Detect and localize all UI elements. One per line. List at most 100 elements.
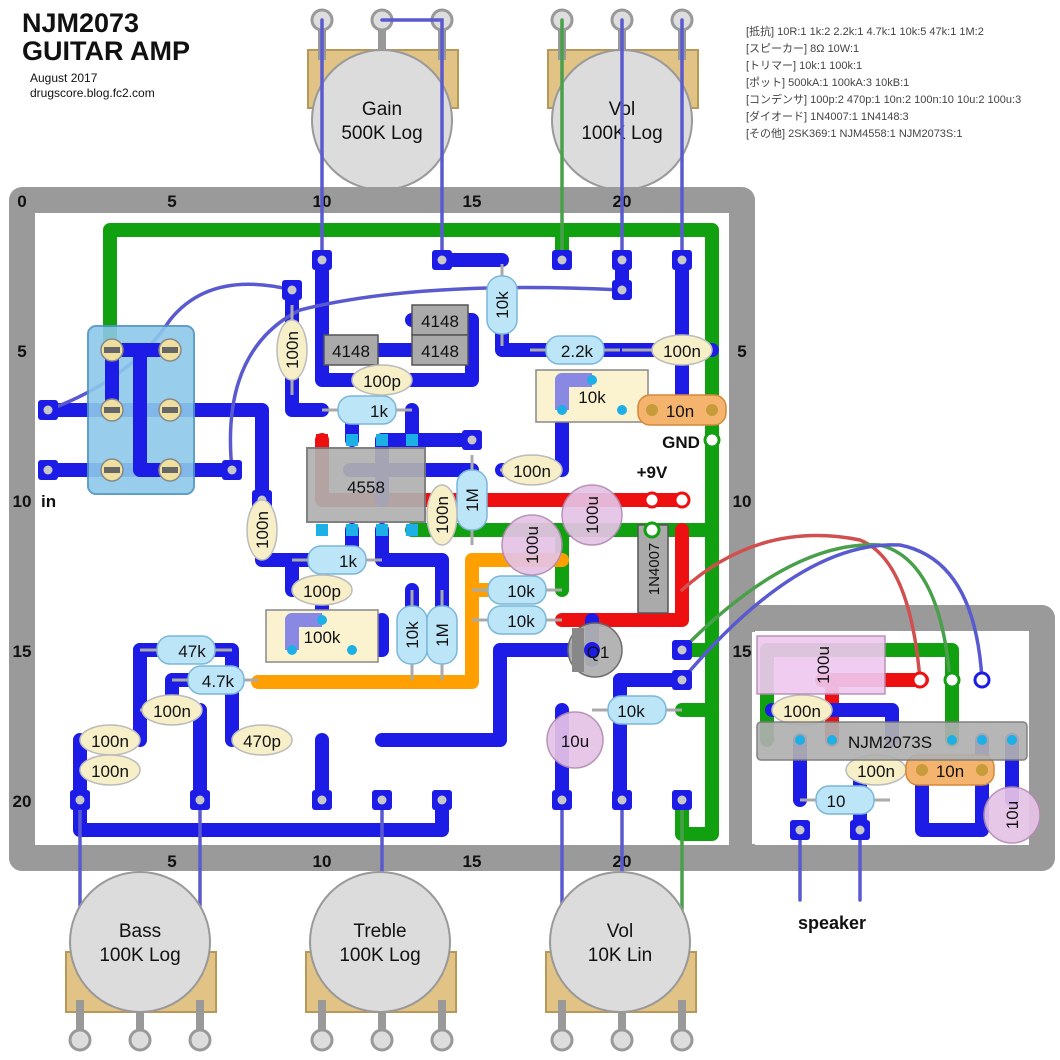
- resistors: 10k 2.2k 1k 1M 1k 10k: [140, 264, 890, 815]
- svg-text:100n: 100n: [857, 762, 895, 781]
- junction-dots: [643, 431, 991, 689]
- trimmer-100k[interactable]: 100k: [265, 609, 379, 663]
- svg-text:100n: 100n: [663, 342, 701, 361]
- bom-trimmers: [トリマー] 10k:1 100k:1: [746, 60, 862, 72]
- diode-4148-c[interactable]: 4148: [411, 334, 469, 366]
- svg-text:1M: 1M: [463, 488, 482, 512]
- resistor-10k-d[interactable]: 10k: [592, 695, 682, 725]
- rulers: 0 5 10 15 20 5 10 15 20 5 10 in 15 20 5 …: [13, 192, 752, 871]
- diode-4148-b-label: 4148: [332, 342, 370, 361]
- resistor-10k-b[interactable]: 10k: [472, 605, 562, 635]
- svg-text:100n: 100n: [783, 702, 821, 721]
- gnd-label: GND: [662, 433, 700, 452]
- cap-470p[interactable]: 470p: [231, 724, 293, 756]
- bom-speaker: [スピーカー] 8Ω 10W:1: [746, 42, 859, 55]
- ruler-left-10: 10: [13, 492, 32, 511]
- cap-10u-a[interactable]: 10u: [546, 711, 604, 769]
- diode-4148-c-label: 4148: [421, 342, 459, 361]
- pot-gain-value: 500K Log: [341, 123, 422, 144]
- svg-text:100p: 100p: [303, 582, 341, 601]
- svg-text:100p: 100p: [363, 372, 401, 391]
- svg-text:100n: 100n: [153, 702, 191, 721]
- bom-other: [その他] 2SK369:1 NJM4558:1 NJM2073S:1: [746, 127, 962, 140]
- ruler-top-15: 15: [463, 192, 482, 211]
- ruler-bottom-15: 15: [463, 852, 482, 871]
- resistor-4k7[interactable]: 4.7k: [172, 665, 258, 695]
- svg-text:10k: 10k: [403, 621, 422, 649]
- cap-100n-d[interactable]: 100n: [246, 499, 278, 561]
- resistor-47k[interactable]: 47k: [140, 635, 232, 665]
- diode-4148-b[interactable]: 4148: [323, 334, 379, 366]
- resistor-1k-b[interactable]: 1k: [292, 545, 382, 575]
- trimmer-10k-label: 10k: [578, 388, 606, 407]
- speaker-label: speaker: [798, 913, 866, 933]
- resistor-2k2[interactable]: 2.2k: [530, 335, 620, 365]
- svg-text:100u: 100u: [523, 526, 542, 564]
- transistor-q1[interactable]: Q1: [567, 622, 623, 678]
- trimmer-10k[interactable]: 10k: [535, 369, 649, 423]
- cap-100p-b[interactable]: 100p: [291, 574, 353, 606]
- cap-100n-j[interactable]: 100n: [845, 754, 907, 786]
- q1-label: Q1: [587, 643, 610, 662]
- svg-text:10: 10: [827, 792, 846, 811]
- svg-text:10k: 10k: [617, 702, 645, 721]
- capacitors: 100n 100n 100p 100n 100n 100n: [79, 305, 1041, 844]
- svg-text:100n: 100n: [283, 331, 302, 369]
- input-jack-switch[interactable]: [87, 325, 195, 495]
- svg-text:10u: 10u: [1003, 801, 1022, 829]
- diode-4148-a[interactable]: 4148: [411, 304, 469, 336]
- bom-list: [抵抗] 10R:1 1k:2 2.2k:1 4.7k:1 10k:5 47k:…: [746, 24, 1021, 140]
- cap-100n-c[interactable]: 100n: [500, 454, 563, 486]
- cap-100n-a[interactable]: 100n: [276, 305, 308, 395]
- cap-100n-b[interactable]: 100n: [622, 334, 713, 366]
- pot-gain[interactable]: Gain 500K Log: [307, 8, 459, 191]
- svg-text:1M: 1M: [433, 623, 452, 647]
- resistor-1m-b[interactable]: 1M: [426, 590, 458, 680]
- cap-100u-a[interactable]: 100u: [561, 484, 623, 546]
- svg-text:100n: 100n: [91, 732, 129, 751]
- cap-100n-i[interactable]: 100n: [771, 694, 833, 726]
- resistor-1m-a[interactable]: 1M: [456, 455, 488, 545]
- resistor-10k-a[interactable]: 10k: [472, 575, 562, 605]
- cap-100n-h[interactable]: 100n: [79, 754, 141, 786]
- cap-100u-b[interactable]: 100u: [501, 514, 563, 576]
- opamp-label: 4558: [347, 478, 385, 497]
- pot-bass[interactable]: Bass 100K Log: [65, 871, 217, 1052]
- cap-10n-a[interactable]: 10n: [637, 394, 727, 426]
- pot-treble[interactable]: Treble 100K Log: [305, 871, 457, 1052]
- diode-1n4007[interactable]: 1N4007: [637, 524, 669, 614]
- cap-10u-b[interactable]: 10u: [983, 786, 1041, 844]
- cap-10n-b[interactable]: 10n: [905, 754, 995, 786]
- opamp-4558[interactable]: 4558: [306, 434, 426, 536]
- bom-resistors: [抵抗] 10R:1 1k:2 2.2k:1 4.7k:1 10k:5 47k:…: [746, 24, 984, 38]
- cap-100u-c[interactable]: 100u: [756, 635, 886, 695]
- ic-njm2073s[interactable]: NJM2073S: [756, 721, 1028, 761]
- diode-1n4007-label: 1N4007: [646, 543, 663, 596]
- ruler-bottom-5: 5: [167, 852, 176, 871]
- bom-capacitors: [コンデンサ] 100p:2 470p:1 10n:2 100n:10 10u:…: [746, 92, 1021, 106]
- svg-text:100n: 100n: [433, 496, 452, 534]
- date-text: August 2017: [30, 71, 98, 85]
- cap-100n-e[interactable]: 100n: [426, 484, 458, 546]
- cap-100n-f[interactable]: 100n: [140, 694, 203, 726]
- resistor-10r[interactable]: 10: [800, 785, 890, 815]
- cap-100n-g[interactable]: 100n: [79, 724, 141, 756]
- ruler-right-15: 15: [733, 642, 752, 661]
- pot-treble-value: 100K Log: [339, 945, 420, 966]
- ruler-left-20: 20: [13, 792, 32, 811]
- svg-text:100n: 100n: [91, 762, 129, 781]
- pot-vol-bottom[interactable]: Vol 10K Lin: [545, 871, 697, 1052]
- svg-text:470p: 470p: [243, 732, 281, 751]
- cap-100p-a[interactable]: 100p: [351, 364, 413, 396]
- ruler-right-5: 5: [737, 342, 746, 361]
- ruler-top-5: 5: [167, 192, 176, 211]
- resistor-1k-a[interactable]: 1k: [322, 395, 412, 425]
- ruler-right-10: 10: [733, 492, 752, 511]
- trimmer-100k-label: 100k: [304, 628, 341, 647]
- ruler-bottom-10: 10: [313, 852, 332, 871]
- ruler-left-5: 5: [17, 342, 26, 361]
- resistor-10k-vertical[interactable]: 10k: [486, 264, 518, 346]
- svg-text:2.2k: 2.2k: [561, 342, 594, 361]
- svg-text:100u: 100u: [814, 646, 833, 684]
- bom-pots: [ポット] 500kA:1 100kA:3 10kB:1: [746, 76, 909, 89]
